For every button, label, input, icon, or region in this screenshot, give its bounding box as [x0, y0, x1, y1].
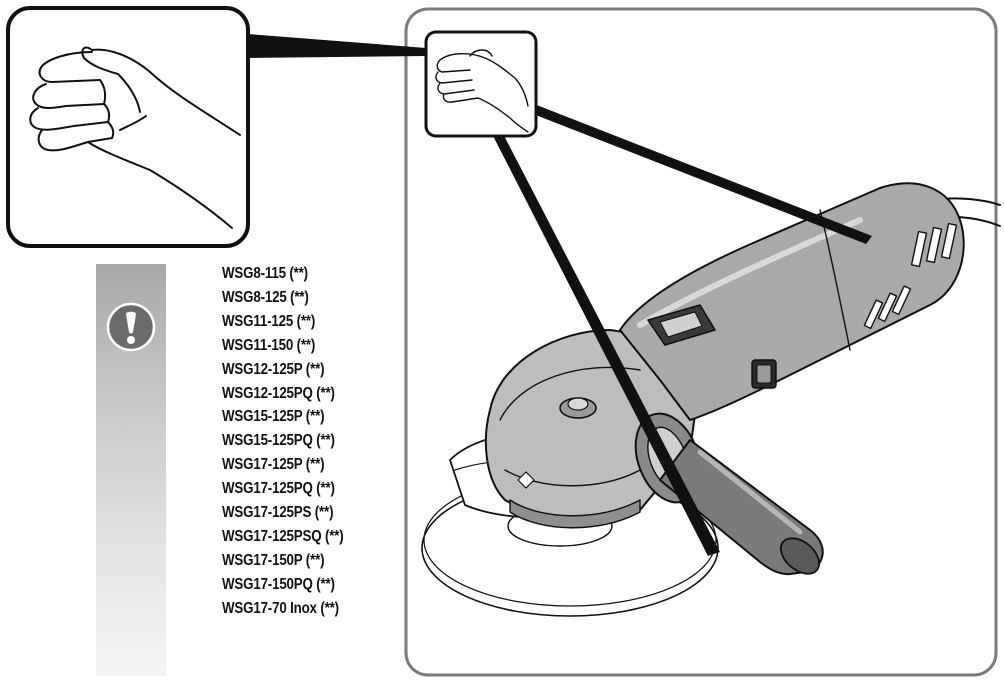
model-item: WSG8-115 (**): [222, 265, 308, 282]
model-item: WSG8-125 (**): [222, 288, 309, 306]
callout-connector-handle: [490, 128, 720, 556]
model-item: WSG17-125PQ (**): [222, 480, 335, 498]
model-item: WSG17-70 Inox (**): [222, 599, 339, 617]
model-item: WSG11-125 (**): [222, 312, 316, 330]
model-item: WSG15-125P (**): [222, 408, 325, 426]
model-list: WSG8-115 (**) WSG8-125 (**) WSG11-125 (*…: [222, 262, 363, 621]
small-hand-inset: [424, 30, 538, 138]
model-item: WSG17-125PS (**): [222, 504, 334, 522]
model-item: WSG12-125PQ (**): [222, 384, 335, 402]
hand-icon: [29, 46, 241, 229]
model-item: WSG11-150 (**): [222, 336, 316, 354]
callout-connector-housing: [528, 104, 872, 244]
callout-connector-left: [248, 34, 426, 58]
angle-grinder-illustration: [421, 182, 1001, 617]
model-item: WSG12-125P (**): [222, 360, 325, 378]
warning-bar: [96, 264, 166, 676]
model-item: WSG17-125PSQ (**): [222, 527, 344, 545]
model-item: WSG17-150PQ (**): [222, 575, 335, 593]
exclamation-warning-icon: [106, 302, 156, 352]
model-item: WSG17-125P (**): [222, 456, 325, 474]
model-item: WSG15-125PQ (**): [222, 432, 335, 450]
model-item: WSG17-150P (**): [222, 551, 325, 569]
hand-icon: [435, 49, 529, 133]
